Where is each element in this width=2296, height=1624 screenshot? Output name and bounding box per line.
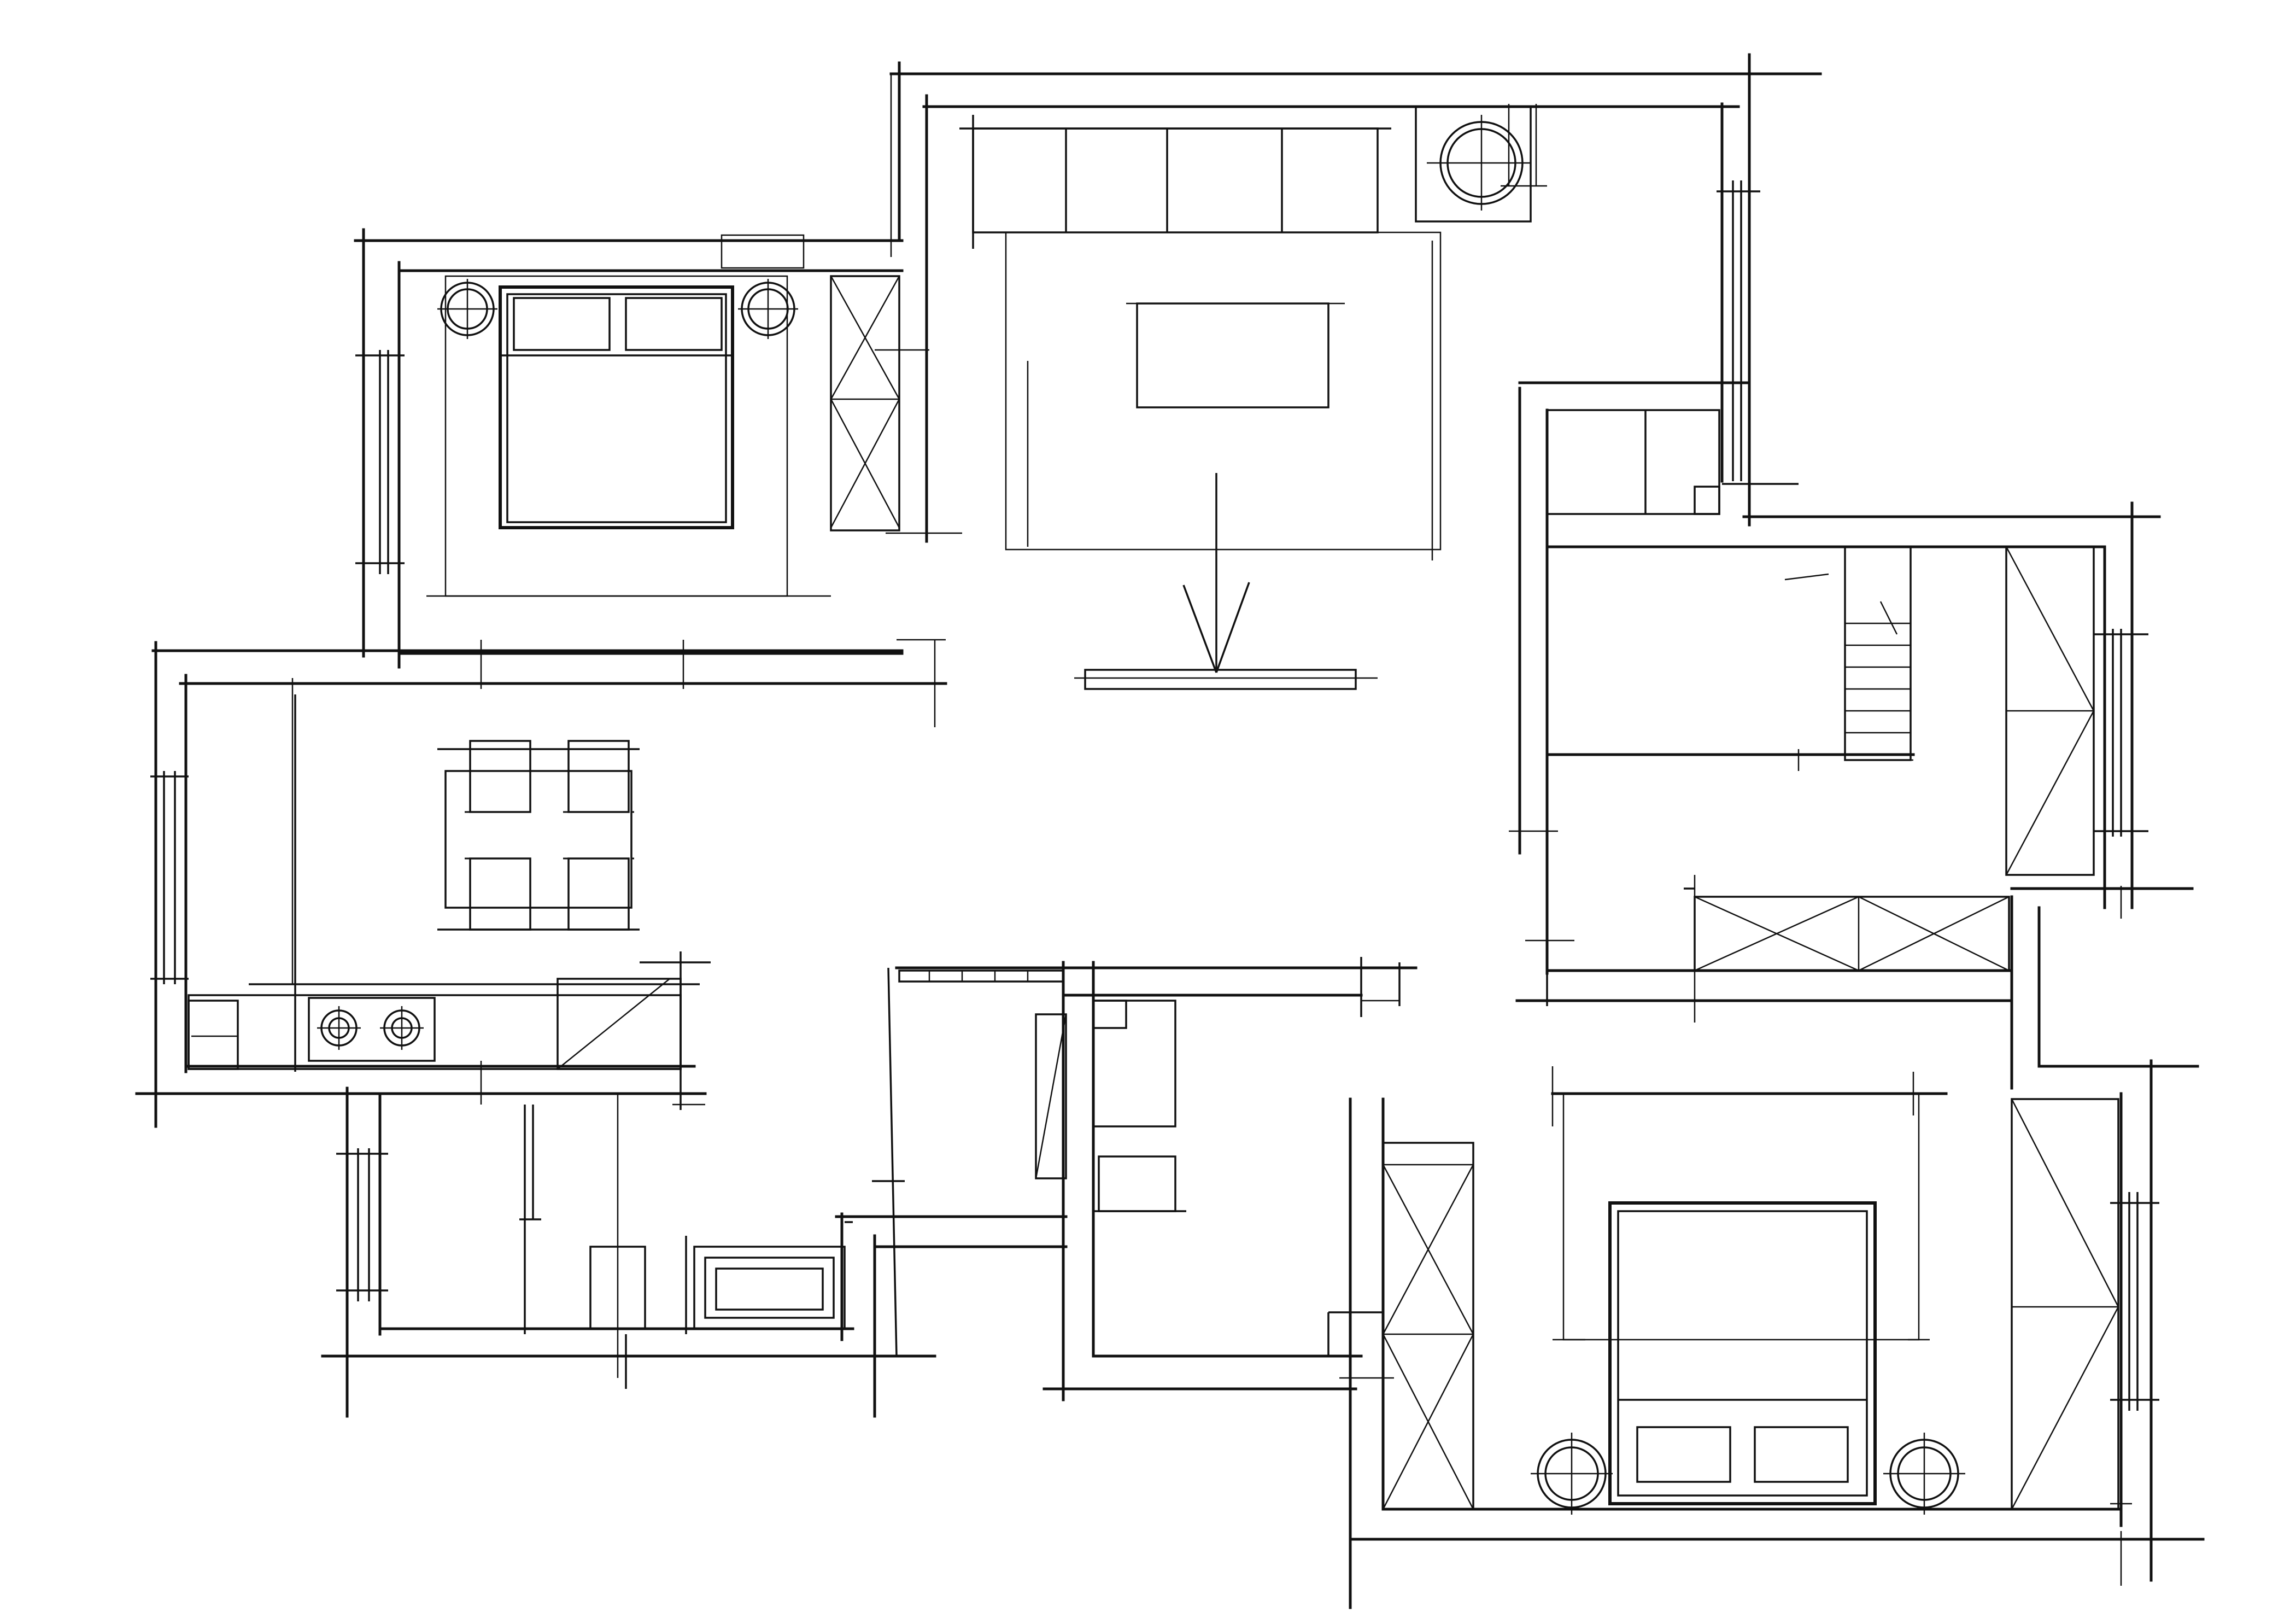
tv-console: [1084, 669, 1357, 690]
chair: [465, 740, 533, 813]
lamp-icon: [1883, 1433, 1965, 1515]
bedroom-2: [1327, 1093, 2119, 1515]
wardrobe-1: [830, 275, 900, 531]
bathroom: [519, 967, 905, 1389]
windows: [150, 180, 2159, 1411]
kitchen: [188, 694, 711, 1110]
wardrobe-3: [2011, 1098, 2119, 1510]
rug-2: [1562, 1093, 1920, 1341]
lamp-icon: [738, 279, 798, 339]
coffee-table: [1136, 302, 1329, 408]
bathtub: [693, 1246, 846, 1330]
fridge-cabinet: [557, 978, 682, 1070]
hallway: [898, 957, 1401, 1212]
lamp-icon: [1531, 1433, 1613, 1515]
sink: [188, 1000, 239, 1070]
study-room: [1546, 409, 2095, 1006]
living-rug: [1005, 231, 1442, 551]
chair: [563, 857, 634, 931]
dining-area: [437, 740, 640, 931]
bedroom-1: [426, 234, 900, 597]
rug: [444, 275, 788, 597]
floor-lamp-icon: [1415, 106, 1532, 223]
pillow-2: [625, 297, 723, 351]
hob: [308, 997, 436, 1062]
wardrobe-2: [1382, 1142, 1474, 1510]
wardrobe-hall-2: [1694, 896, 2010, 972]
wardrobe-study: [2005, 546, 2095, 876]
bed-1: [499, 285, 734, 529]
dining-table: [444, 770, 632, 909]
wardrobe-hall: [1035, 1013, 1067, 1179]
staircase: [1784, 546, 1912, 761]
burner-icon: [380, 1006, 424, 1050]
burner-icon: [317, 1006, 361, 1050]
bed-2: [1608, 1201, 1877, 1505]
sketch-strokes: [291, 73, 2132, 1586]
exterior-walls: [135, 53, 2205, 1609]
arrow-icon: [1182, 473, 1250, 673]
pillow-3: [1636, 1426, 1731, 1483]
sofa: [959, 115, 1391, 249]
shelf-unit: [898, 969, 1064, 983]
pillow-1: [513, 297, 611, 351]
lamp-icon: [437, 279, 497, 339]
desk: [1546, 409, 1720, 515]
pillow-4: [1754, 1426, 1849, 1483]
chair: [465, 857, 533, 931]
living-room: [959, 106, 1532, 690]
chair: [563, 740, 634, 813]
